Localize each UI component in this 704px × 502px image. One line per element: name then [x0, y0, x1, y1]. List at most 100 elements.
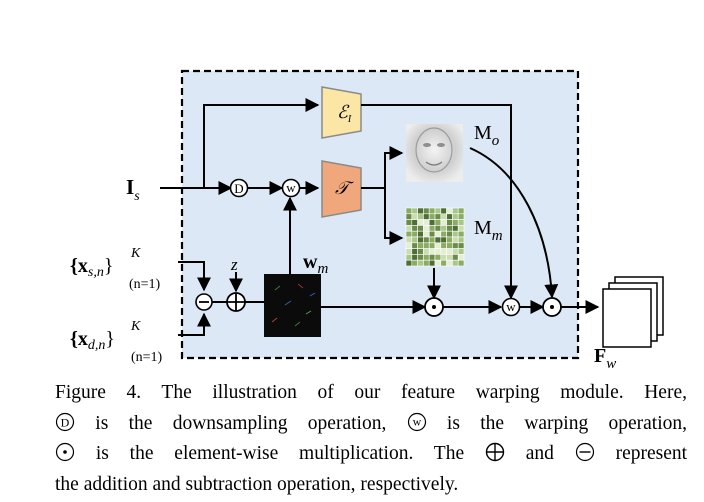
mask-cell	[457, 236, 465, 244]
mask-cell	[417, 219, 424, 226]
svg-text:w: w	[506, 299, 516, 314]
mask-cell	[434, 230, 442, 238]
motion-mask-grid	[405, 207, 465, 267]
encoder-branch	[203, 98, 320, 188]
figure-caption: Figure 4. The illustration of our featur…	[55, 378, 687, 500]
mask-cell	[423, 213, 430, 220]
mask-cell	[440, 225, 447, 232]
caption-line-3a: is the element-wise multiplication. The	[95, 443, 465, 464]
occlusion-branch	[361, 146, 404, 189]
mask-cell	[457, 219, 465, 226]
label-encoder: ℰI	[337, 102, 352, 125]
mask-cell	[417, 259, 424, 267]
warp-op-bottom: w	[501, 297, 521, 317]
multiply-symbol-icon	[55, 442, 75, 462]
mask-cell	[434, 236, 442, 244]
mask-cell	[457, 254, 465, 261]
caption-line-3b: and	[525, 443, 554, 464]
mask-cell	[405, 219, 413, 226]
caption-line-2: D is the downsampling operation, w is th…	[55, 409, 687, 440]
caption-line-1: Figure 4. The illustration of our featur…	[55, 382, 687, 403]
occlusion-curve-arrow	[469, 147, 559, 299]
mask-cell	[440, 219, 447, 226]
mask-cell	[405, 248, 413, 255]
mask-cell	[452, 254, 459, 261]
warp-op-top: w	[281, 178, 301, 198]
label-motion-mask: Mm	[474, 217, 503, 244]
driving-kp-line	[178, 312, 211, 336]
svg-text:D: D	[234, 181, 243, 196]
mask-cell	[446, 219, 453, 226]
mask-cell	[428, 230, 436, 238]
mask-cell	[423, 242, 430, 249]
mask-cell	[446, 242, 453, 249]
encoder-block	[321, 86, 362, 139]
plus-symbol-icon	[485, 442, 505, 462]
label-driving-kp-range: (n=1)	[131, 350, 163, 365]
mask-cell	[428, 236, 436, 244]
mask-cell	[428, 254, 436, 261]
mask-cell	[446, 248, 453, 255]
minus-symbol-icon	[575, 442, 594, 462]
mask-cell	[405, 213, 413, 220]
mask-cell	[446, 259, 453, 267]
mask-cell	[440, 254, 447, 261]
mask-cell	[457, 213, 465, 220]
mask-cell	[428, 242, 436, 249]
feature-warping-diagram: D w w Is ℰI 𝒯 Mo Mm wm z {xs,n} K (	[70, 69, 664, 372]
mask-cell	[434, 207, 442, 215]
mask-cell	[452, 225, 459, 232]
mask-cell	[452, 230, 459, 238]
mask-cell	[423, 248, 430, 255]
mask-cell	[423, 254, 430, 261]
caption-line-3c: represent	[615, 443, 688, 464]
mask-cell	[417, 213, 424, 220]
mask-cell	[423, 219, 430, 226]
mask-cell	[411, 236, 418, 244]
mask-cell	[417, 254, 424, 261]
transform-block	[321, 160, 362, 218]
mask-cell	[457, 242, 465, 249]
svg-text:w: w	[412, 414, 421, 428]
mask-cell	[434, 254, 442, 261]
caption-line-2a: is the downsampling operation,	[95, 412, 387, 434]
multiply-op-2	[542, 297, 562, 317]
mask-cell	[434, 259, 442, 267]
mask-cell	[434, 242, 442, 249]
mask-cell	[411, 207, 418, 215]
warp-field-image	[264, 274, 321, 337]
mask-cell	[411, 230, 418, 238]
mask-cell	[405, 254, 413, 261]
label-output: Fw	[594, 345, 616, 372]
mask-cell	[411, 242, 418, 249]
mask-cell	[452, 248, 459, 255]
mask-cell	[434, 213, 442, 220]
label-noise: z	[230, 255, 238, 274]
mask-cell	[434, 219, 442, 226]
label-occlusion-mask: Mo	[474, 122, 500, 149]
mask-cell	[428, 225, 436, 232]
mask-cell	[411, 213, 418, 220]
downsample-op: D	[229, 178, 249, 198]
caption-line-4: the addition and subtraction operation, …	[55, 473, 459, 495]
label-source-kp-range: (n=1)	[129, 277, 161, 292]
caption-line-2b: is the warping operation,	[446, 412, 688, 434]
mask-cell	[446, 213, 453, 220]
mask-cell	[417, 248, 424, 255]
label-warp-field: wm	[303, 251, 328, 277]
mask-cell	[405, 236, 413, 244]
subtract-op	[195, 293, 213, 311]
mask-cell	[457, 259, 465, 267]
mask-cell	[440, 213, 447, 220]
label-input-image: Is	[126, 175, 140, 204]
mask-cell	[411, 248, 418, 255]
mask-cell	[452, 242, 459, 249]
label-driving-kp: {xd,n}	[70, 328, 115, 353]
mask-cell	[440, 236, 447, 244]
svg-text:w: w	[286, 180, 296, 195]
mask-cell	[434, 248, 442, 255]
mask-cell	[452, 236, 459, 244]
mask-cell	[452, 219, 459, 226]
mask-cell	[446, 225, 453, 232]
output-feature-stack	[602, 276, 664, 348]
